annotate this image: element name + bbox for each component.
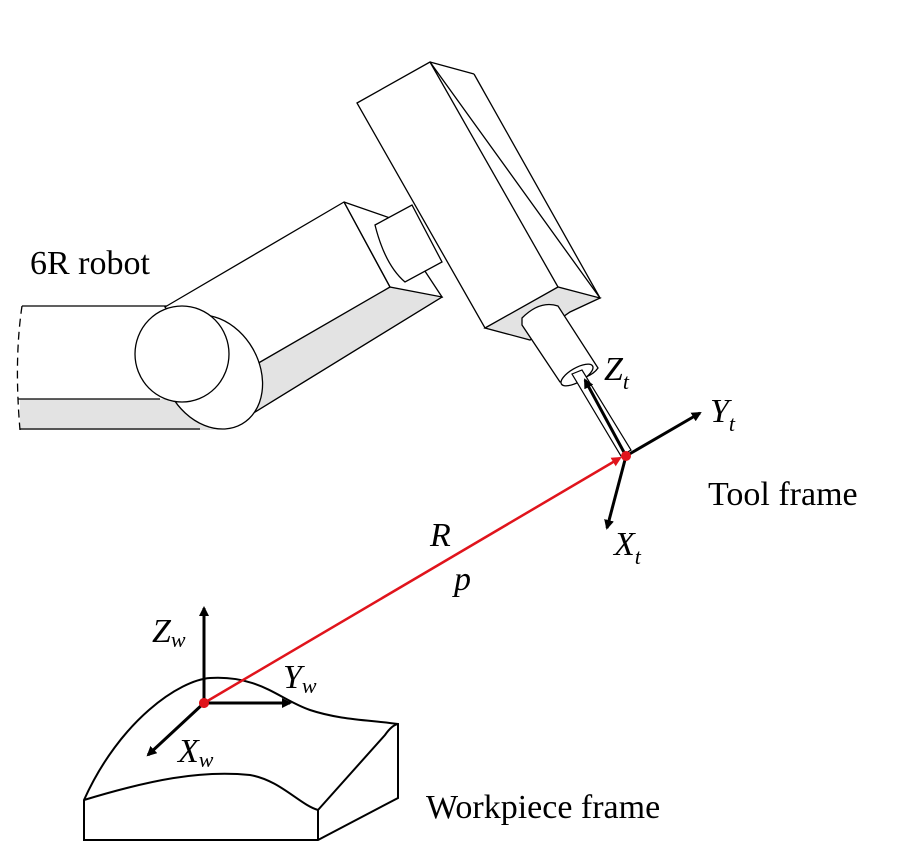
workpiece-z-label: Zw: [152, 613, 186, 652]
tool-x-label: Xt: [612, 526, 642, 569]
tool-z-axis: [583, 378, 628, 457]
rotation-label: R: [429, 517, 451, 554]
robot-wrist-connector: [374, 204, 443, 283]
tool-origin-point: [621, 451, 631, 461]
tool-z-label: Zt: [604, 351, 630, 394]
tool-x-axis: [604, 455, 628, 530]
workpiece-frame-axes: [146, 606, 292, 757]
robot-elbow-joint: [134, 300, 264, 430]
tool-y-axis: [625, 411, 702, 458]
workpiece-y-label: Yw: [283, 659, 317, 698]
tool-frame-axes: [583, 378, 702, 530]
workpiece-frame-label: Workpiece frame: [426, 789, 660, 826]
tool-frame-label: Tool frame: [708, 476, 858, 513]
transform-vector: [203, 456, 622, 705]
workpiece-x-axis: [146, 701, 206, 757]
robot-base-link: [16, 305, 215, 431]
workpiece-x-label: Xw: [176, 733, 214, 772]
robot-label: 6R robot: [30, 245, 151, 282]
workpiece-origin-dot: [199, 698, 209, 708]
translation-label: p: [452, 561, 471, 598]
workpiece: [83, 676, 399, 841]
tool-y-label: Yt: [710, 393, 736, 436]
